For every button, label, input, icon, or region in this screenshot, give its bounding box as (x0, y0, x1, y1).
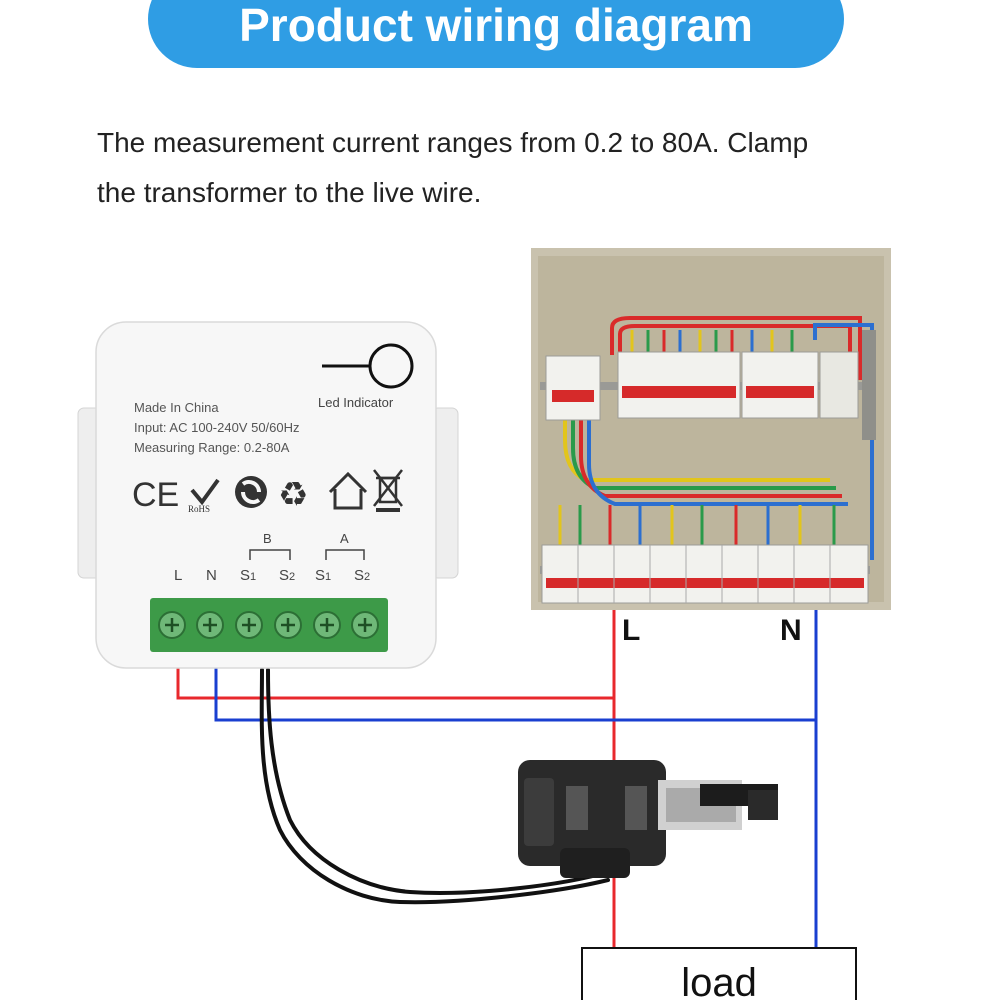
breaker-row-bottom (541, 544, 869, 604)
recycle-icon: ♻ (278, 475, 308, 515)
header-banner (148, 0, 844, 68)
weee-bin-icon (373, 469, 403, 512)
home-icon (328, 471, 368, 510)
panel-neutral-label: N (780, 614, 802, 647)
smart-meter-module: Led Indicator Made In China Input: AC 10… (77, 321, 459, 669)
ce-mark-icon: CE (132, 476, 179, 514)
description-line-2: the transformer to the live wire. (97, 177, 482, 208)
breaker-row-top (545, 330, 876, 440)
terminal-screw (313, 611, 341, 639)
group-a-label: A (340, 531, 349, 546)
led-indicator-label: Led Indicator (318, 395, 394, 410)
panel-backplate (538, 256, 884, 602)
rohs-check-icon (190, 478, 220, 506)
terminal-label-a-s1: S1 (315, 567, 331, 584)
distribution-panel (531, 248, 891, 610)
terminal-screw (235, 611, 263, 639)
page-title: Product wiring diagram (239, 0, 753, 51)
description: The measurement current ranges from 0.2 … (97, 118, 917, 218)
wire-neutral (214, 610, 818, 948)
green-dot-icon (235, 476, 267, 508)
wire-ct-lead (259, 668, 610, 905)
terminal-label-b-s2: S2 (279, 567, 295, 584)
panel-live-label: L (622, 614, 640, 647)
terminal-screw (274, 611, 302, 639)
terminal-label-b-s1: S1 (240, 567, 256, 584)
load-box (581, 947, 857, 1000)
group-b-bracket (249, 549, 291, 560)
panel-wiring (563, 316, 874, 560)
terminal-screw (196, 611, 224, 639)
measuring-range-label: Measuring Range: 0.2-80A (134, 440, 290, 455)
terminal-screws (158, 611, 379, 639)
current-transformer-clamp (518, 760, 778, 878)
rohs-label: RoHS (188, 504, 210, 514)
terminal-label-n: N (206, 567, 217, 584)
made-in-label: Made In China (134, 400, 219, 415)
terminal-screw (351, 611, 379, 639)
terminal-screw (158, 611, 186, 639)
group-a-bracket (325, 549, 365, 560)
description-line-1: The measurement current ranges from 0.2 … (97, 127, 809, 158)
group-b-label: B (263, 531, 272, 546)
input-spec-label: Input: AC 100-240V 50/60Hz (134, 420, 300, 435)
terminal-label-l: L (174, 567, 182, 584)
terminal-label-a-s2: S2 (354, 567, 370, 584)
load-label: load (681, 961, 757, 1000)
